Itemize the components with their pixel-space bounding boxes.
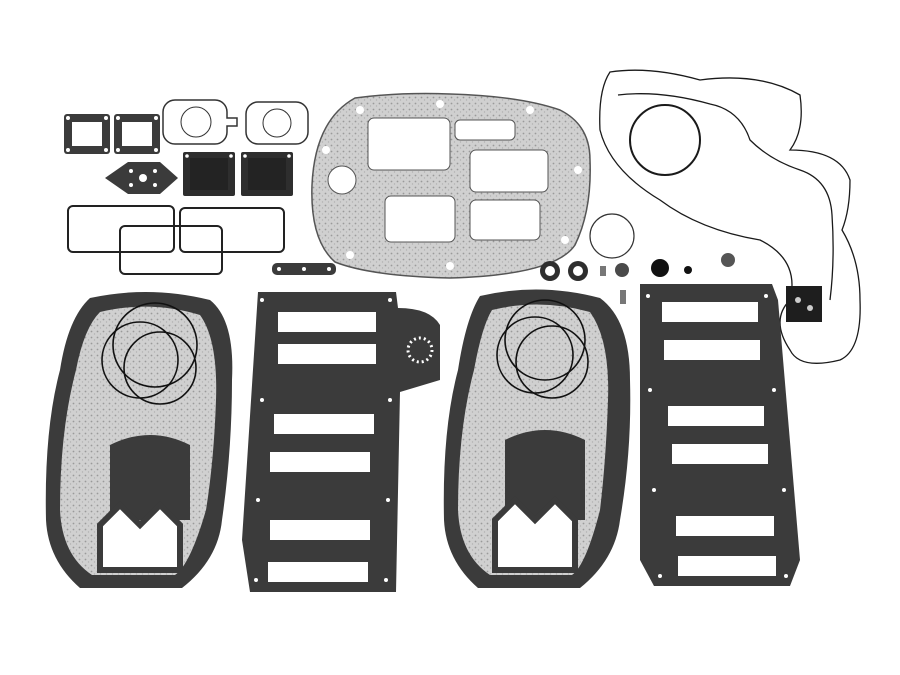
o-ring-medium <box>589 213 635 259</box>
oil-seal-left <box>540 261 560 281</box>
o-ring-large <box>629 104 701 176</box>
oil-seal-right <box>568 261 588 281</box>
block-cover-gasket-left <box>242 292 440 592</box>
small-strip-gasket <box>272 263 336 275</box>
rubber-plug <box>651 259 669 277</box>
exhaust-cover-gasket <box>311 92 591 279</box>
reed-plate-gasket-right <box>114 114 160 154</box>
crankcase-seal-cord <box>599 69 861 364</box>
block-cover-gasket-right <box>640 284 800 586</box>
thermostat-gasket-right <box>245 101 309 145</box>
tiny-seal <box>684 266 692 274</box>
pump-diaphragm-gasket <box>105 162 178 194</box>
washer-small <box>615 263 629 277</box>
intake-manifold-gasket-right <box>179 207 285 253</box>
thermostat-gasket-left <box>162 99 238 145</box>
reed-plate-gasket-left <box>64 114 110 154</box>
grommet <box>721 253 735 267</box>
powerhead-base-gasket-right <box>443 289 631 588</box>
small-spring <box>600 266 626 304</box>
intake-manifold-gasket-left <box>67 205 223 275</box>
spark-plug-terminal-card <box>786 286 822 322</box>
reed-pad-left <box>183 152 235 196</box>
reed-pad-right <box>241 152 293 196</box>
powerhead-base-gasket-left <box>45 291 233 588</box>
